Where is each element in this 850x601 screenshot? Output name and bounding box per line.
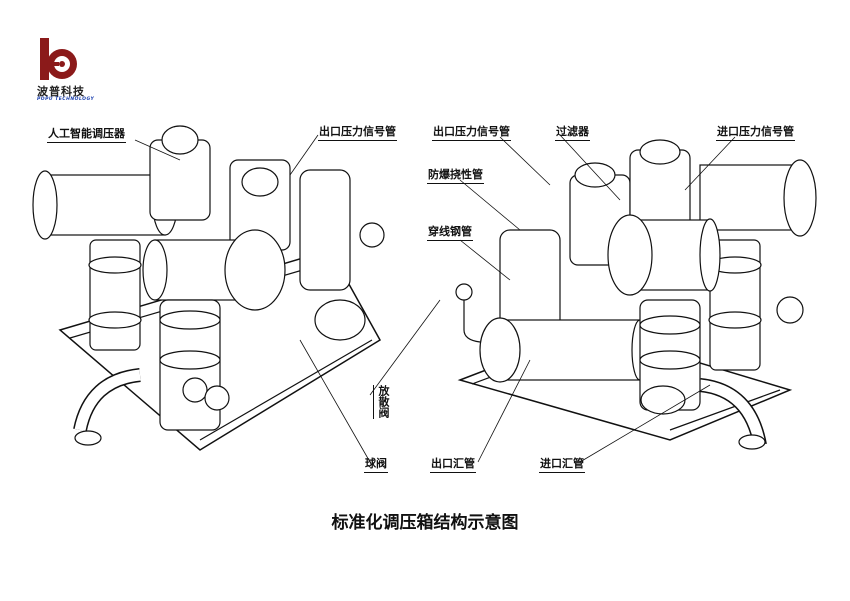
outlet-manifold-cylinder — [479, 317, 649, 383]
outlet-cylinder-left — [142, 229, 286, 311]
label-vent-valve: 放散阀 — [373, 385, 392, 419]
label-filter: 过滤器 — [555, 123, 590, 141]
label-inlet-signal: 进口压力信号管 — [716, 123, 795, 141]
label-outlet-signal-left: 出口压力信号管 — [318, 123, 397, 141]
label-inlet-manifold: 进口汇管 — [539, 455, 585, 473]
logo-subtitle: POPU TECHNOLOGY — [37, 97, 95, 102]
diagram-title: 标准化调压箱结构示意图 — [331, 513, 519, 533]
right-unit — [455, 139, 817, 450]
company-logo — [40, 38, 77, 80]
label-ball-valve: 球阀 — [364, 455, 388, 473]
left-unit — [32, 125, 385, 451]
label-flex-pipe: 防爆挠性管 — [427, 166, 484, 184]
label-outlet-signal-right: 出口压力信号管 — [432, 123, 511, 141]
inlet-cylinder-right — [699, 159, 817, 237]
label-regulator: 人工智能调压器 — [47, 125, 126, 143]
label-outlet-manifold: 出口汇管 — [430, 455, 476, 473]
logo-name: 波普科技 — [37, 85, 85, 98]
label-conduit: 穿线钢管 — [427, 223, 473, 241]
middle-cylinder-right — [607, 214, 721, 296]
